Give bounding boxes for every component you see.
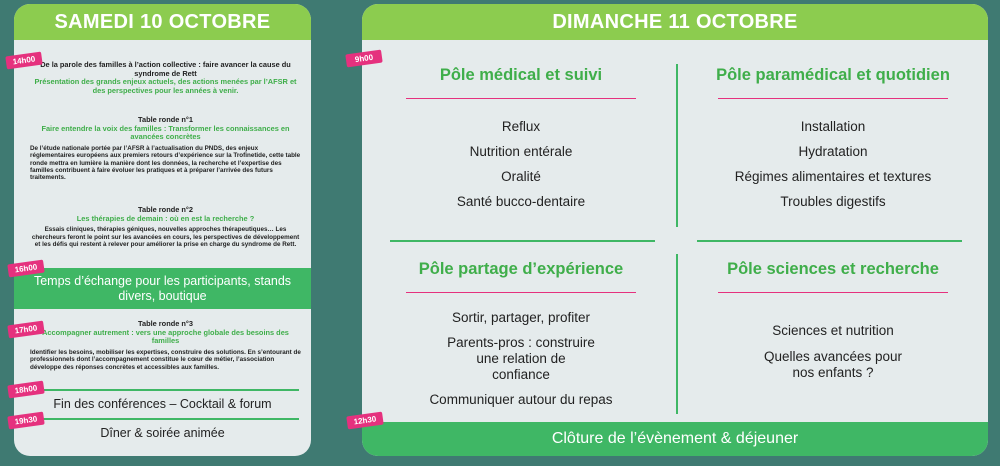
round-table-2-title: Les thérapies de demain : où en est la r… (76, 213, 255, 223)
column-divider (676, 254, 678, 414)
pole-experience: Pôle partage d’expérience Sortir, partag… (376, 256, 666, 408)
round-table-2-body: Essais cliniques, thérapies géniques, no… (31, 226, 300, 248)
pole-title: Pôle paramédical et quotidien (716, 66, 950, 84)
pole-item: Sciences et nutrition (772, 323, 894, 338)
round-table-3-body: Identifier les besoins, mobiliser les ex… (30, 348, 301, 371)
round-table-1-title: Faire entendre la voix des familles : Tr… (41, 123, 290, 142)
closing-band: Clôture de l’évènement & déjeuner (362, 422, 988, 456)
pole-item: Parents-pros : construire une relation d… (447, 335, 595, 382)
pole-item: Installation (800, 119, 866, 134)
pole-title: Pôle sciences et recherche (727, 260, 939, 278)
session-opening-title: De la parole des familles à l’action col… (40, 60, 291, 78)
pole-items: Sortir, partager, profiter Parents-pros … (376, 310, 666, 408)
pole-title: Pôle partage d’expérience (418, 260, 624, 278)
sunday-title: DIMANCHE 11 OCTOBRE (362, 4, 988, 40)
pole-item: Communiquer autour du repas (429, 392, 613, 407)
round-table-1: Table ronde n°1 Faire entendre la voix d… (30, 115, 301, 182)
column-divider (676, 64, 678, 227)
end-of-conferences: Fin des conférences – Cocktail & forum (53, 397, 272, 411)
pole-underline (718, 98, 948, 99)
session-opening-subtitle: Présentation des grands enjeux actuels, … (34, 77, 297, 95)
pole-medical: Pôle médical et suivi Reflux Nutrition e… (376, 62, 666, 210)
pole-item: Hydratation (798, 144, 868, 159)
pole-item: Nutrition entérale (469, 144, 573, 159)
pole-science: Pôle sciences et recherche Sciences et n… (688, 256, 978, 381)
sunday-panel: DIMANCHE 11 OCTOBRE Pôle médical et suiv… (362, 4, 988, 456)
pole-items: Sciences et nutrition Quelles avancées p… (688, 323, 978, 381)
row-divider (390, 240, 655, 242)
round-table-1-body: De l’étude nationale portée par l’AFSR à… (30, 144, 301, 182)
round-table-2: Table ronde n°2 Les thérapies de demain … (30, 205, 301, 248)
divider (42, 418, 299, 420)
session-opening: De la parole des familles à l’action col… (30, 60, 301, 95)
pole-item: Quelles avancées pour nos enfants ? (763, 349, 903, 380)
pole-title: Pôle médical et suivi (439, 66, 603, 84)
pole-underline (406, 98, 636, 99)
pole-item: Sortir, partager, profiter (451, 310, 591, 325)
pole-item: Santé bucco-dentaire (456, 194, 586, 209)
round-table-2-label: Table ronde n°2 (138, 205, 193, 214)
pole-underline (406, 292, 636, 293)
round-table-3: Table ronde n°3 Accompagner autrement : … (30, 319, 301, 371)
dinner: Dîner & soirée animée (100, 426, 225, 440)
pole-item: Régimes alimentaires et textures (734, 169, 932, 184)
pole-item: Oralité (501, 169, 541, 184)
pole-items: Reflux Nutrition entérale Oralité Santé … (376, 119, 666, 210)
saturday-title: SAMEDI 10 OCTOBRE (14, 4, 311, 40)
round-table-1-label: Table ronde n°1 (138, 115, 193, 124)
saturday-panel: SAMEDI 10 OCTOBRE De la parole des famil… (14, 4, 311, 456)
row-divider (697, 240, 962, 242)
pole-underline (718, 292, 948, 293)
round-table-3-title: Accompagner autrement : vers une approch… (42, 327, 289, 346)
pole-items: Installation Hydratation Régimes aliment… (688, 119, 978, 210)
divider (42, 389, 299, 391)
pole-item: Reflux (501, 119, 541, 134)
pole-item: Troubles digestifs (780, 194, 886, 209)
round-table-3-label: Table ronde n°3 (138, 319, 193, 328)
pole-paramedical: Pôle paramédical et quotidien Installati… (688, 62, 978, 210)
exchange-band: Temps d’échange pour les participants, s… (14, 268, 311, 309)
